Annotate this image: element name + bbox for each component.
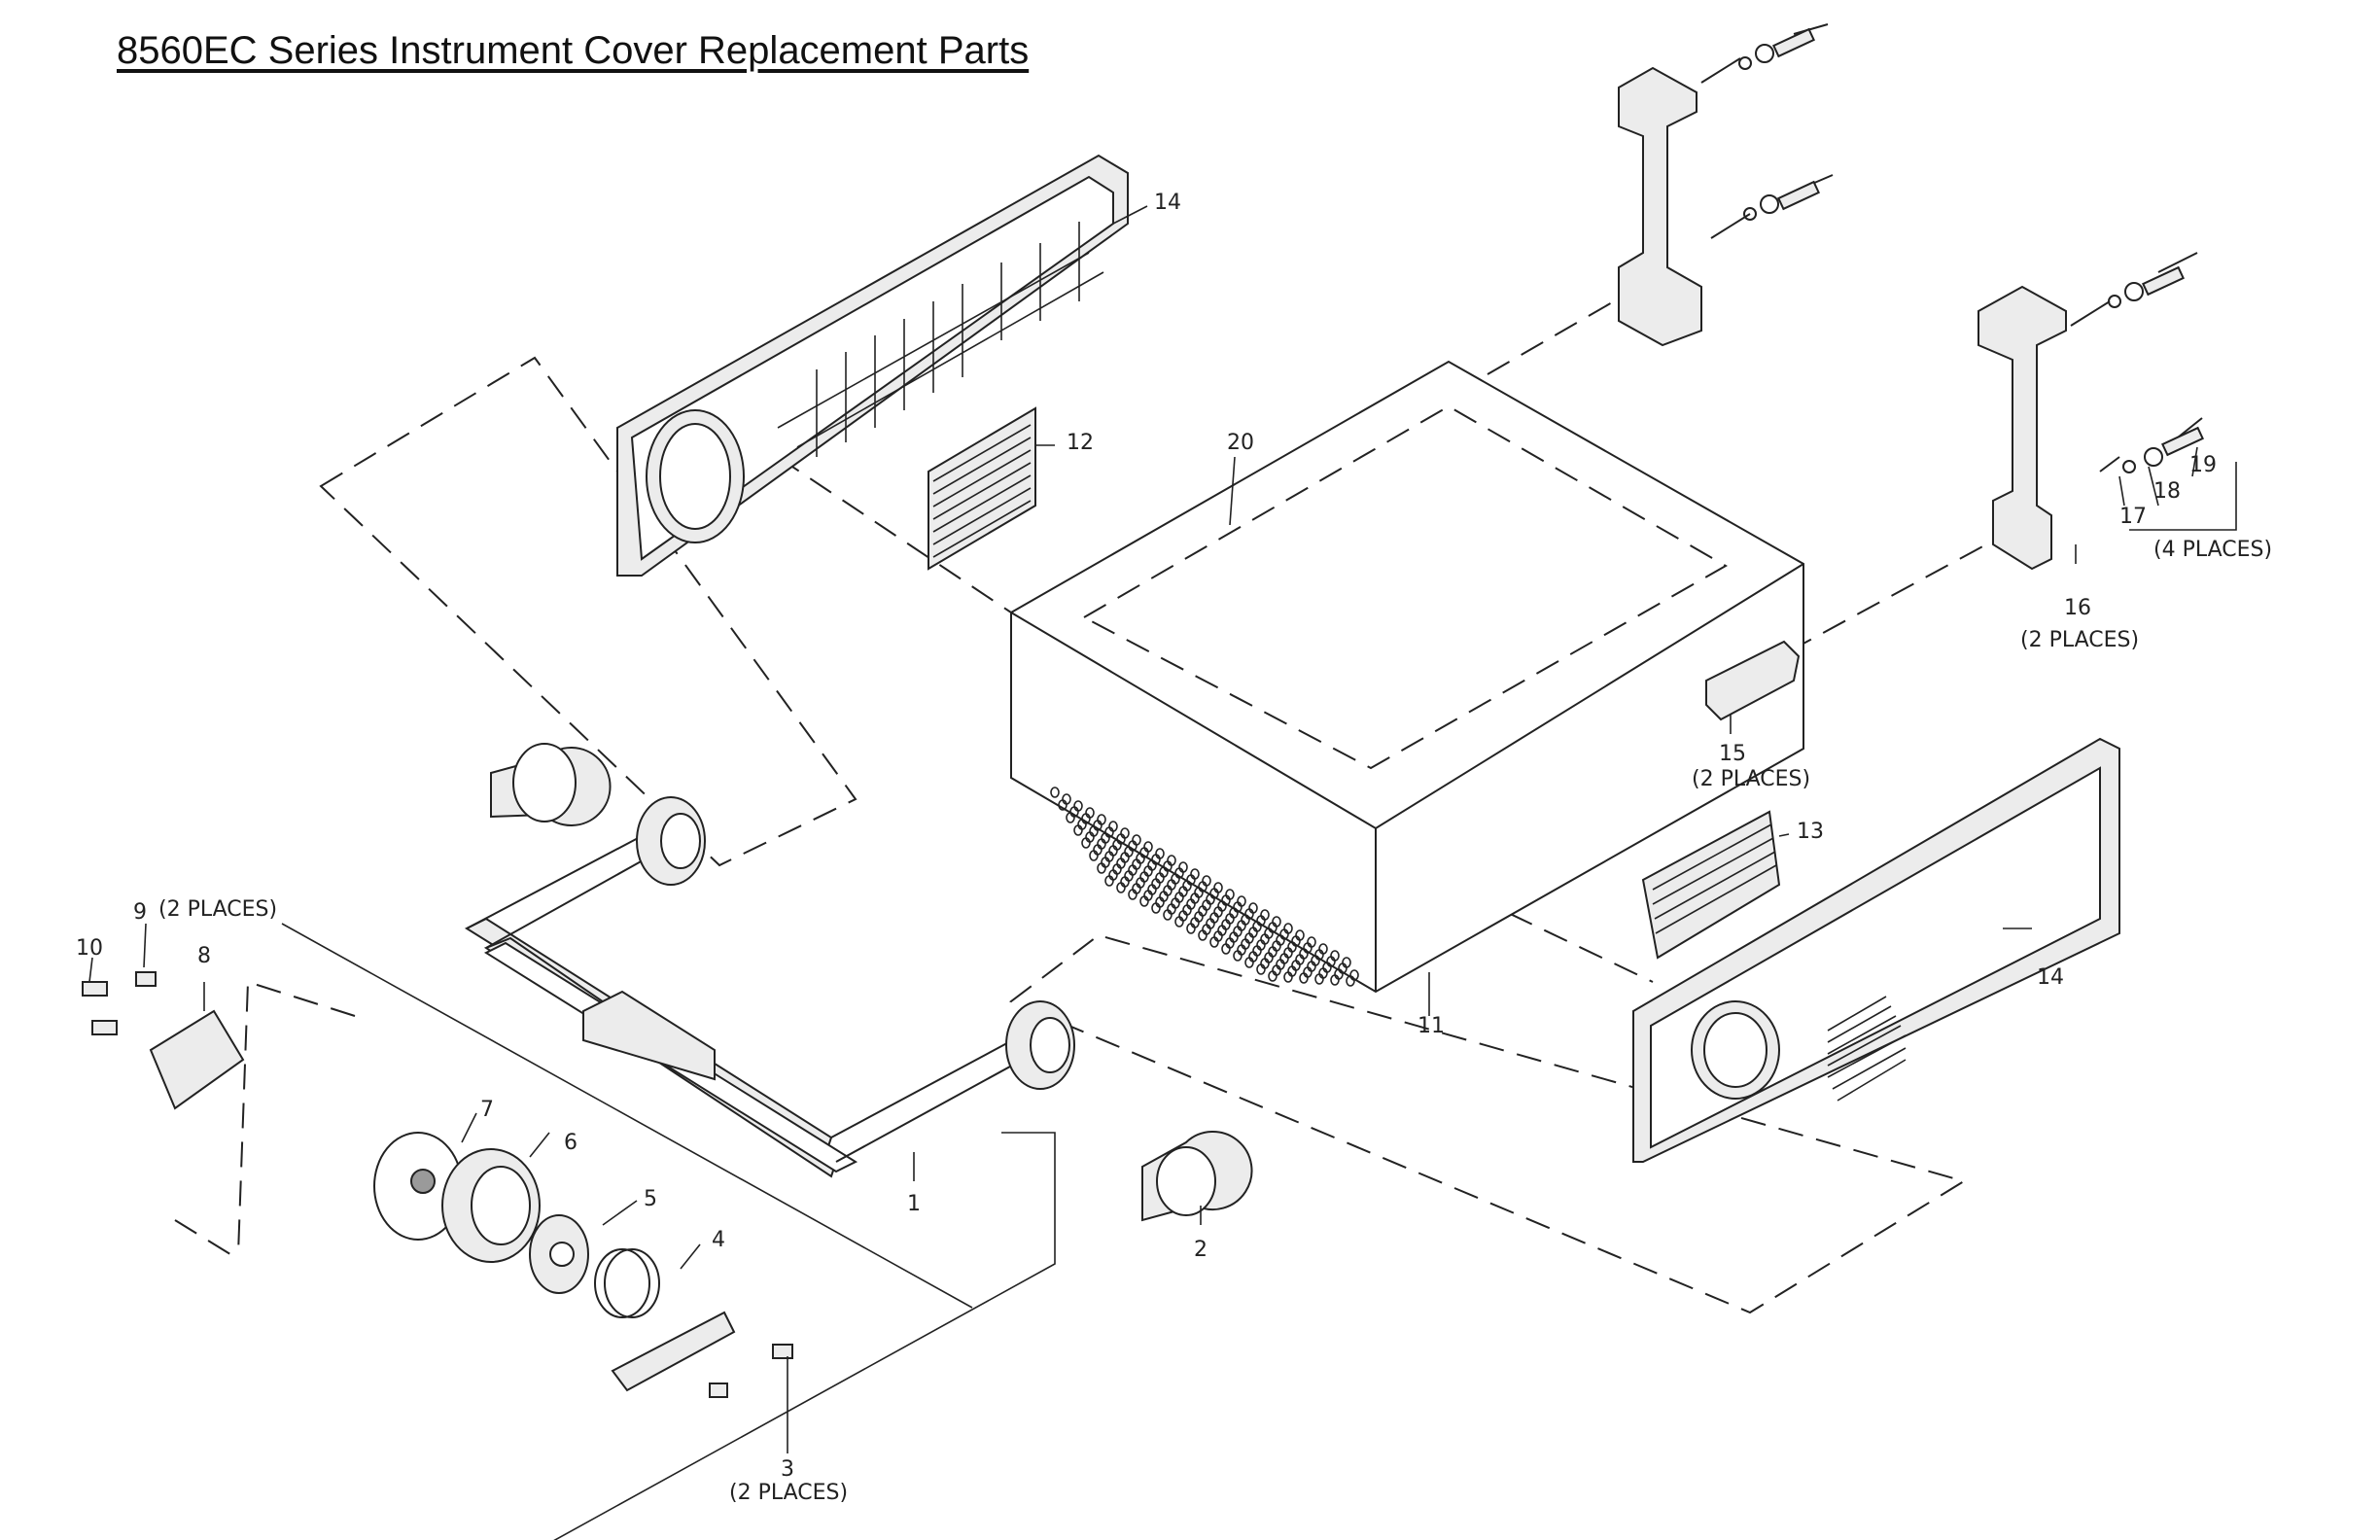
callout-11: 11 — [1418, 1014, 1445, 1038]
hub-screws — [83, 972, 156, 1034]
hub-plate — [151, 1011, 243, 1108]
callout-14-top: 14 — [1154, 191, 1181, 215]
callout-4: 4 — [712, 1228, 725, 1252]
handle-assembly — [467, 836, 1040, 1176]
handle-end-hub-right — [1006, 1001, 1074, 1089]
bracket-screws — [1701, 24, 2203, 472]
callout-16-places: (2 PLACES) — [2020, 628, 2139, 652]
callout-5: 5 — [644, 1187, 657, 1211]
callout-3: 3 — [781, 1457, 794, 1482]
callout-13: 13 — [1797, 820, 1824, 844]
callout-16: 16 — [2064, 596, 2091, 620]
hub-screw-3 — [710, 1345, 792, 1397]
rear-frame-top — [617, 156, 1128, 576]
callout-8: 8 — [197, 944, 211, 968]
callout-9-places: (2 PLACES) — [158, 897, 277, 922]
callout-17: 17 — [2119, 505, 2147, 529]
callout-7: 7 — [480, 1098, 494, 1122]
callout-14-bottom: 14 — [2037, 965, 2064, 990]
callout-15: 15 — [1719, 742, 1746, 766]
rear-grille — [928, 408, 1035, 569]
side-bracket-upper — [1619, 68, 1701, 345]
handle-end-hub-left — [637, 797, 705, 885]
hub-ring-6 — [442, 1149, 540, 1262]
callout-18: 18 — [2153, 479, 2181, 504]
callout-3-places: (2 PLACES) — [729, 1481, 848, 1505]
hub-bracket — [612, 1312, 734, 1390]
callout-12: 12 — [1067, 431, 1094, 455]
front-grille — [1643, 812, 1779, 958]
hub-spring-4 — [595, 1249, 659, 1317]
callout-2: 2 — [1194, 1238, 1208, 1262]
callout-1: 1 — [907, 1192, 921, 1216]
callout-20: 20 — [1227, 431, 1254, 455]
handle-cap-right — [1142, 1132, 1252, 1220]
callout-19-places: (4 PLACES) — [2153, 538, 2272, 562]
side-bracket-lower — [1978, 287, 2066, 569]
handle-cap-left — [491, 744, 611, 825]
callout-6: 6 — [564, 1131, 578, 1155]
callout-19: 19 — [2189, 453, 2217, 477]
hub-gear-5 — [530, 1215, 588, 1293]
callout-10: 10 — [76, 936, 103, 961]
callout-15-places: (2 PLACES) — [1692, 767, 1810, 791]
callout-9: 9 — [133, 900, 147, 925]
